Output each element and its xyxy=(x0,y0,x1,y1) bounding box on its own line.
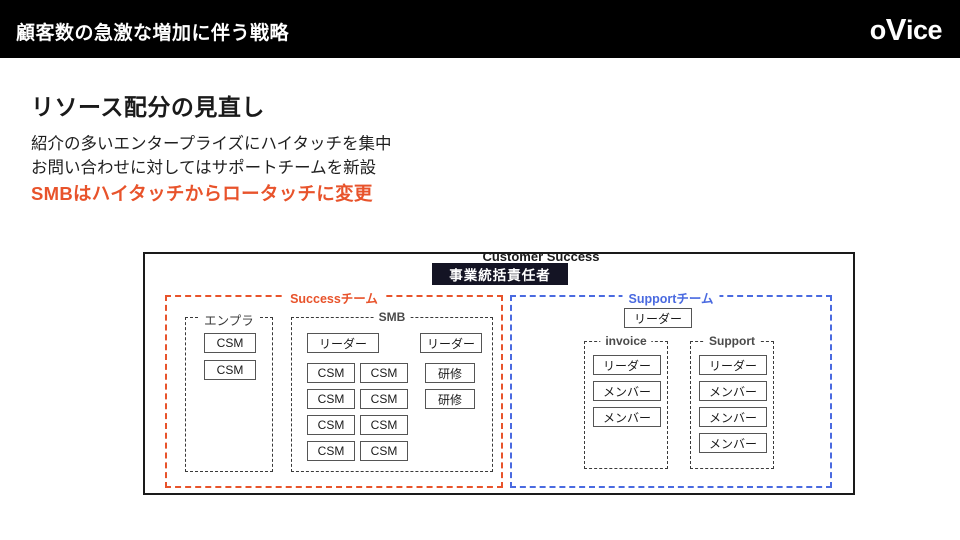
group-smb: SMB リーダー CSM CSM CSM CSM CSM CSM CSM CSM… xyxy=(291,310,493,472)
node-smb-training-1: 研修 xyxy=(425,363,475,383)
bullet-line-1: 紹介の多いエンタープライズにハイタッチを集中 xyxy=(31,135,392,153)
node-support-member-1: メンバー xyxy=(699,381,767,401)
logo-text-pre: o xyxy=(869,15,887,45)
logo-text-post: ice xyxy=(905,15,943,45)
node-smb-c1-csm-1: CSM xyxy=(307,363,355,383)
bullet-line-3-emphasis: SMBはハイタッチからロータッチに変更 xyxy=(31,183,373,204)
group-enterprise-label: エンプラ xyxy=(199,310,259,329)
support-team-label: Supportチーム xyxy=(622,288,720,307)
node-smb-c2-csm-2: CSM xyxy=(360,389,408,409)
support-team-container: Supportチーム リーダー invoice リーダー メンバー メンバー S… xyxy=(510,288,832,488)
node-smb-c2-csm-3: CSM xyxy=(360,415,408,435)
group-support-label: Support xyxy=(704,334,760,348)
logo-v-glyph: V xyxy=(885,12,907,47)
org-head-node: 事業統括責任者 xyxy=(432,263,568,285)
node-smb-leader-2: リーダー xyxy=(420,333,482,353)
node-enterprise-csm-2: CSM xyxy=(204,360,256,380)
org-chart-frame: Customer Success 事業統括責任者 Successチーム エンプラ… xyxy=(143,249,855,495)
node-smb-c1-csm-3: CSM xyxy=(307,415,355,435)
node-smb-c2-csm-1: CSM xyxy=(360,363,408,383)
node-support-member-2: メンバー xyxy=(699,407,767,427)
bullet-line-2: お問い合わせに対してはサポートチームを新設 xyxy=(31,159,377,177)
node-smb-c1-csm-2: CSM xyxy=(307,389,355,409)
group-smb-label: SMB xyxy=(373,310,411,324)
page-title: 顧客数の急激な増加に伴う戦略 xyxy=(16,23,290,44)
node-support-member-3: メンバー xyxy=(699,433,767,453)
success-team-label: Successチーム xyxy=(284,288,384,307)
org-chart-top-label: Customer Success xyxy=(482,249,600,264)
node-smb-c1-csm-4: CSM xyxy=(307,441,355,461)
group-enterprise: エンプラ CSM CSM xyxy=(185,310,273,472)
node-support-leader: リーダー xyxy=(699,355,767,375)
node-invoice-member-2: メンバー xyxy=(593,407,661,427)
node-invoice-leader: リーダー xyxy=(593,355,661,375)
node-enterprise-csm-1: CSM xyxy=(204,333,256,353)
bullet-list: 紹介の多いエンタープライズにハイタッチを集中 お問い合わせに対してはサポートチー… xyxy=(31,132,591,208)
node-smb-training-2: 研修 xyxy=(425,389,475,409)
group-invoice: invoice リーダー メンバー メンバー xyxy=(584,334,668,469)
node-support-team-leader: リーダー xyxy=(624,308,692,328)
success-team-container: Successチーム エンプラ CSM CSM SMB リーダー CSM CSM… xyxy=(165,288,503,488)
section-title: リソース配分の見直し xyxy=(31,94,265,120)
ovice-logo: oVice xyxy=(869,12,943,47)
top-header-bar: 顧客数の急激な増加に伴う戦略 oVice xyxy=(0,0,960,58)
node-smb-leader-1: リーダー xyxy=(307,333,379,353)
group-invoice-label: invoice xyxy=(600,334,652,348)
node-smb-c2-csm-4: CSM xyxy=(360,441,408,461)
group-support: Support リーダー メンバー メンバー メンバー xyxy=(690,334,774,469)
node-invoice-member-1: メンバー xyxy=(593,381,661,401)
